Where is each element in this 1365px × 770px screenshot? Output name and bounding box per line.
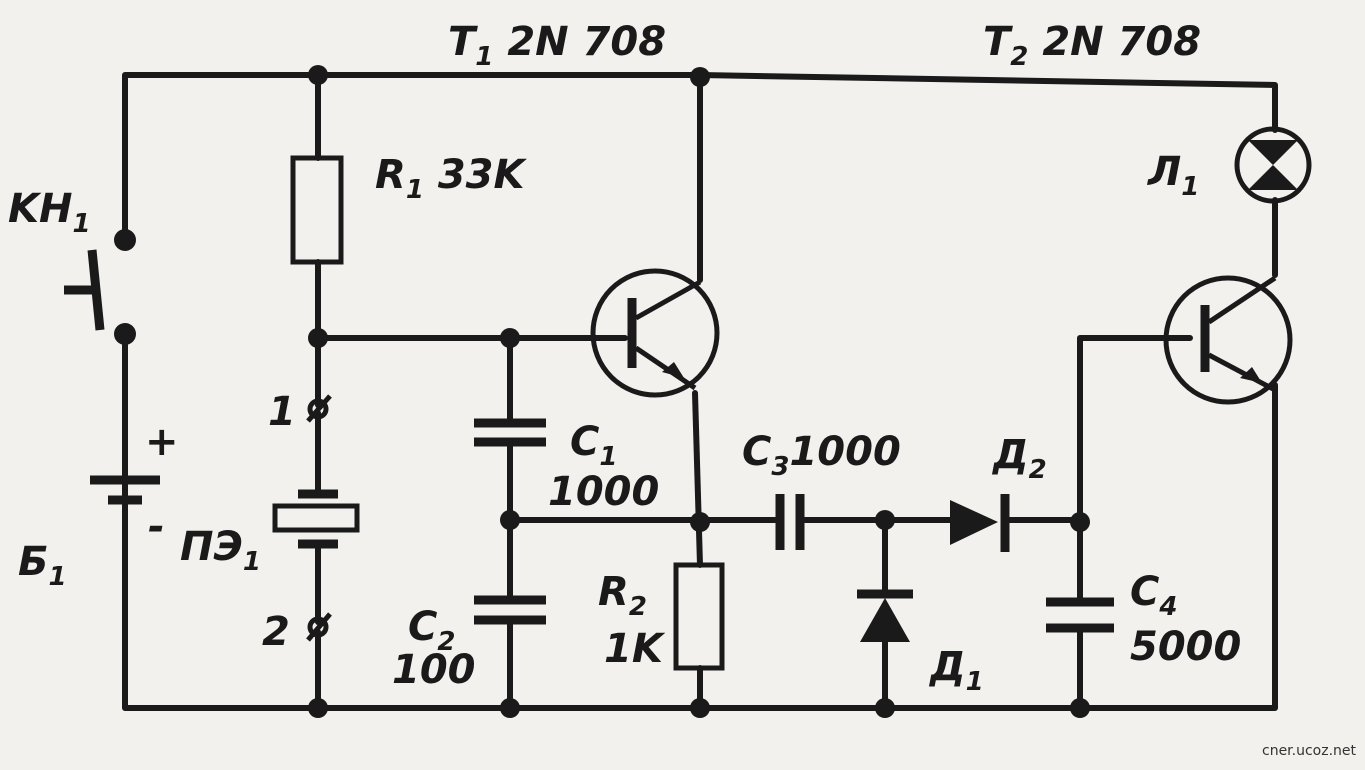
switch-lever — [87, 249, 105, 331]
piezo-crystal — [272, 503, 360, 533]
diode-d2 — [950, 494, 1010, 552]
label-r2-value: 1K — [604, 626, 666, 672]
transistor-t2-emitter — [1207, 352, 1277, 393]
t1-emitter-wire — [692, 390, 703, 568]
capacitor-c3 — [775, 494, 805, 550]
junction-dot — [1070, 698, 1090, 718]
transistor-t2-arrow — [1240, 367, 1262, 383]
label-c4-value: 5000 — [1130, 624, 1241, 670]
watermark: cner.ucoz.net — [1262, 743, 1357, 759]
component-labels: T1 2N 708 T2 2N 708 R1 33K KH1 Л1 + - Б1… — [8, 19, 1241, 697]
junction-dot — [690, 698, 710, 718]
junction-dot — [1070, 512, 1090, 532]
label-c1: C1 — [570, 419, 617, 472]
transistor-t1-body — [590, 268, 720, 398]
battery-b1 — [90, 332, 160, 505]
piezo-pe1 — [272, 394, 360, 642]
junction-dot — [690, 67, 710, 87]
piezo-terminal-2 — [307, 616, 329, 638]
label-l1: Л1 — [1147, 149, 1199, 202]
diode-d1-triangle — [860, 598, 910, 642]
junction-dot — [500, 510, 520, 530]
label-t1: T1 2N 708 — [448, 19, 666, 72]
diode-d1 — [857, 589, 913, 642]
t2-base-wire — [1077, 335, 1193, 601]
label-c2: C2 — [408, 604, 455, 657]
piezo-terminal-1 — [307, 398, 329, 420]
label-c2-value: 100 — [392, 647, 476, 693]
label-pin2: 2 — [262, 609, 290, 655]
lamp-l1-shade-top — [1248, 140, 1298, 165]
lamp-l1 — [1234, 126, 1312, 204]
piezo-terminal-1-slash — [306, 394, 332, 423]
wires — [122, 72, 1278, 711]
label-pin1: 1 — [268, 389, 296, 435]
label-r1: R1 33K — [375, 152, 527, 205]
resistor-r2 — [673, 562, 725, 671]
transistor-t2-body — [1163, 275, 1293, 405]
resistor-r1 — [290, 155, 344, 265]
junction-dots — [308, 65, 1090, 718]
transistor-t1-arrow — [662, 362, 684, 378]
piezo-terminal-2-slash — [306, 612, 332, 642]
junction-dot — [308, 65, 328, 85]
diode-d2-triangle — [950, 500, 998, 545]
label-minus: - — [148, 504, 165, 550]
label-pe1: ПЭ1 — [180, 524, 261, 577]
capacitor-c2 — [474, 595, 546, 625]
label-c1-value: 1000 — [548, 469, 659, 515]
junction-dot — [308, 698, 328, 718]
junction-dot — [875, 698, 895, 718]
junction-dot — [500, 328, 520, 348]
junction-dot — [308, 328, 328, 348]
capacitor-c1 — [474, 418, 546, 447]
transistor-t2-collector — [1207, 275, 1277, 325]
lamp-l1-shade-bottom — [1248, 165, 1298, 190]
transistor-t1-collector — [634, 279, 702, 321]
junction-dot — [690, 512, 710, 532]
label-b1: Б1 — [18, 539, 67, 592]
label-r2: R2 — [598, 569, 647, 622]
junction-dot — [500, 698, 520, 718]
transistor-t1-emitter — [634, 345, 697, 391]
label-t2: T2 2N 708 — [983, 19, 1201, 72]
capacitor-c4 — [1046, 597, 1114, 633]
label-c3: C31000 — [742, 429, 901, 482]
switch-kn1 — [64, 229, 136, 345]
label-plus: + — [145, 419, 179, 465]
label-c4: C4 — [1130, 569, 1177, 622]
label-kn1: KH1 — [8, 186, 91, 239]
switch-contact — [114, 229, 136, 251]
label-d2: Д2 — [991, 432, 1047, 485]
lamp-l1-bulb — [1234, 126, 1312, 204]
transistor-t1 — [590, 268, 720, 398]
transistor-t2 — [1163, 275, 1293, 405]
label-d1: Д1 — [928, 644, 984, 697]
junction-dot — [875, 510, 895, 530]
